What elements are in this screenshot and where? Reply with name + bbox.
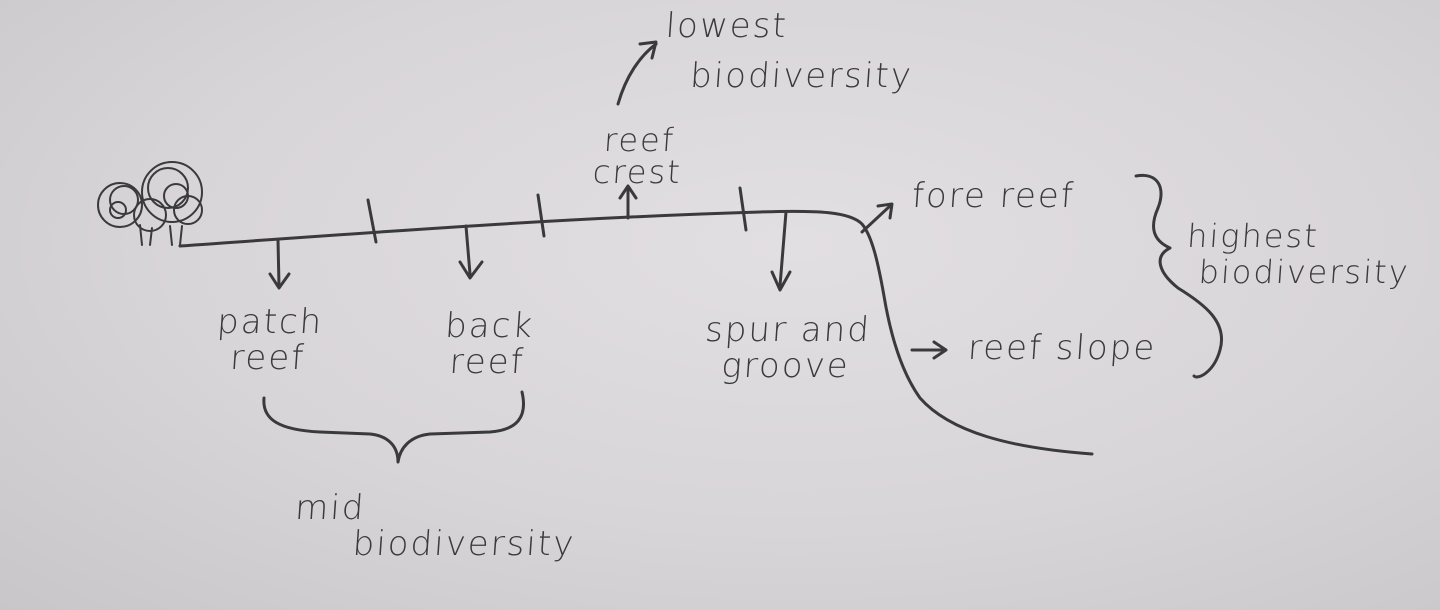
back-reef-arrow <box>458 224 484 280</box>
reef-crest-arrow <box>618 184 638 220</box>
patch-reef-arrow <box>268 238 291 290</box>
spur-groove-arrow <box>770 210 792 292</box>
spur-groove-line2: groove <box>719 346 852 386</box>
reef-crest-line1: reef <box>602 121 677 159</box>
zone-tick <box>366 198 378 244</box>
lowest-biodiversity-arrow <box>616 40 658 106</box>
mid-biodiversity-label: mid biodiversity <box>291 488 579 564</box>
reef-slope-arrow <box>910 340 948 360</box>
fore-reef-arrow <box>860 202 894 234</box>
mid-line1: mid <box>293 488 367 528</box>
spur-groove-label: spur and groove <box>701 310 873 386</box>
spur-groove-line1: spur and <box>703 310 873 350</box>
lowest-line1: lowest <box>664 6 790 46</box>
mid-line2: biodiversity <box>351 524 577 564</box>
reef-crest-line2: crest <box>591 153 684 191</box>
mid-biodiversity-brace <box>262 390 525 464</box>
zone-tick <box>738 186 748 232</box>
lowest-line2: biodiversity <box>688 56 915 96</box>
patch-reef-line1: patch <box>215 302 325 342</box>
reef-crest-label: reef crest <box>591 121 685 191</box>
reef-slope-label: reef slope <box>966 328 1158 368</box>
back-reef-label: back reef <box>441 306 536 382</box>
lowest-biodiversity-label: lowest biodiversity <box>661 6 918 96</box>
patch-reef-label: patch reef <box>213 302 325 378</box>
highest-biodiversity-label: highest biodiversity <box>1183 217 1413 291</box>
zone-tick <box>536 193 546 238</box>
scribble-tree-icon <box>97 161 203 246</box>
highest-line2: biodiversity <box>1197 253 1411 291</box>
patch-reef-line2: reef <box>228 338 307 378</box>
highest-line1: highest <box>1185 217 1321 255</box>
highest-biodiversity-brace <box>1134 173 1223 379</box>
fore-reef-label: fore reef <box>910 176 1077 216</box>
back-reef-line1: back <box>443 306 536 346</box>
back-reef-line2: reef <box>448 342 527 382</box>
